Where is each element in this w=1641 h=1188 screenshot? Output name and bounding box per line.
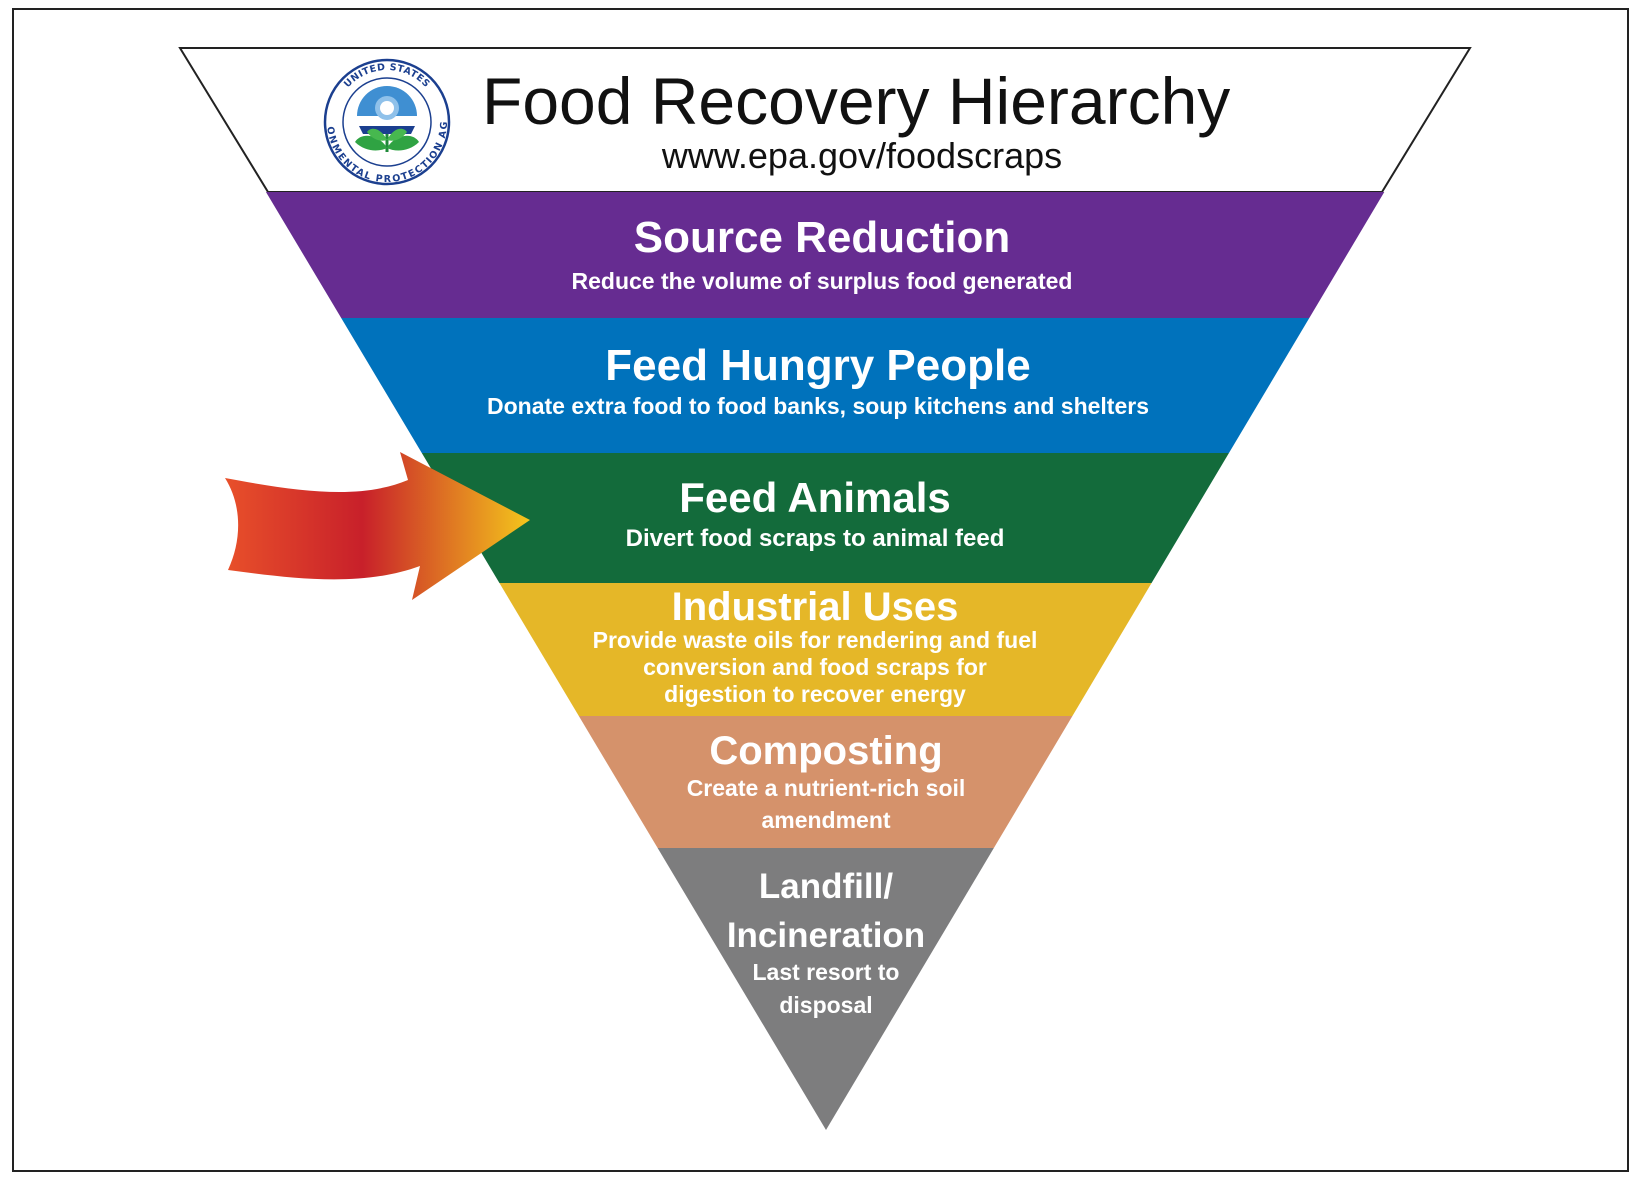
page-title: Food Recovery Hierarchy [482,64,1230,138]
tier-description-landfill-incineration: disposal [779,992,872,1018]
tier-title-landfill-incineration: Incineration [727,916,925,955]
tier-description-industrial-uses: conversion and food scraps for [643,654,987,680]
tier-description-feed-animals: Divert food scraps to animal feed [626,525,1005,552]
tier-description-composting: amendment [761,807,890,833]
tier-band-source-reduction [265,192,1385,318]
tier-description-composting: Create a nutrient-rich soil [687,775,966,801]
tier-band-feed-animals [421,453,1229,583]
tier-description-source-reduction: Reduce the volume of surplus food genera… [572,268,1073,294]
tier-description-industrial-uses: digestion to recover energy [664,681,966,707]
tier-description-industrial-uses: Provide waste oils for rendering and fue… [593,627,1038,653]
epa-seal-icon: UNITED STATES ENVIRONMENTAL PROTECTION A… [323,58,451,186]
tier-band-landfill-incineration [657,848,994,1130]
tier-description-feed-hungry-people: Donate extra food to food banks, soup ki… [487,393,1149,419]
header-url: www.epa.gov/foodscraps [661,135,1062,176]
tier-description-landfill-incineration: Last resort to [753,959,900,985]
figure-frame [12,8,1629,1172]
tier-title-feed-animals: Feed Animals [679,474,951,521]
tier-title-source-reduction: Source Reduction [634,213,1011,262]
tier-band-feed-hungry-people [341,318,1310,453]
tier-title-industrial-uses: Industrial Uses [672,585,959,629]
tier-band-industrial-uses [499,583,1152,716]
tier-band-composting [578,716,1073,848]
tier-title-composting: Composting [709,729,942,773]
tier-title-landfill-incineration: Landfill/ [759,867,893,906]
tier-title-feed-hungry-people: Feed Hungry People [605,341,1030,390]
arrow-right-icon [225,452,530,600]
